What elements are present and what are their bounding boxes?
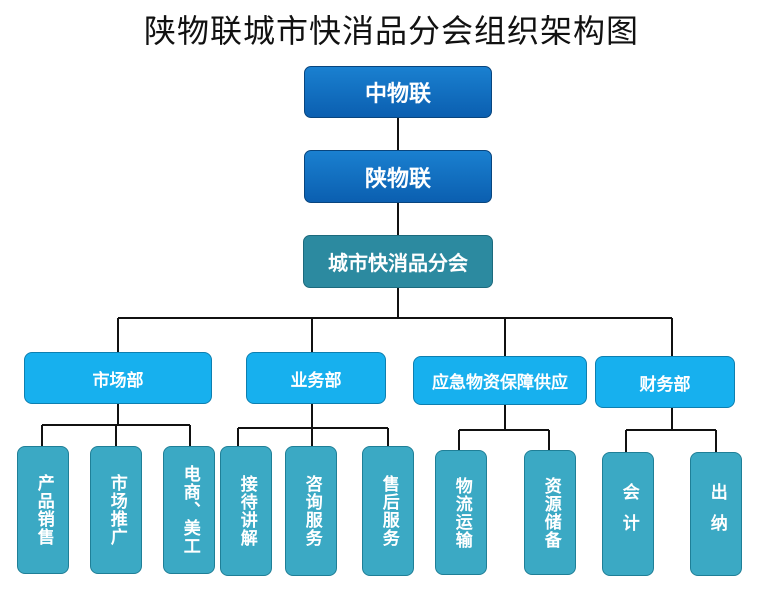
node-emergency-supply-dept: 应急物资保障供应	[413, 356, 587, 405]
node-logistics-transport: 物流运输	[435, 450, 487, 575]
node-finance-dept: 财务部	[595, 356, 735, 408]
node-product-sales: 产品销售	[17, 446, 69, 574]
node-resource-reserve: 资源储备	[524, 450, 576, 575]
node-fmcg-branch: 城市快消品分会	[303, 235, 493, 288]
node-accounting: 会计	[602, 452, 654, 576]
chart-title: 陕物联城市快消品分会组织架构图	[143, 12, 639, 50]
node-reception-guide: 接待讲解	[220, 446, 272, 576]
node-after-sales-service: 售后服务	[362, 446, 414, 576]
node-shaanwulian: 陕物联	[304, 150, 492, 203]
node-cashier: 出纳	[690, 452, 742, 576]
node-consulting-service: 咨询服务	[285, 446, 337, 576]
node-market-promotion: 市场推广	[90, 446, 142, 574]
node-market-dept: 市场部	[24, 352, 212, 404]
node-business-dept: 业务部	[246, 352, 386, 404]
node-ecommerce-design: 电商、美工	[163, 446, 215, 574]
node-zhongwulian: 中物联	[304, 66, 492, 118]
